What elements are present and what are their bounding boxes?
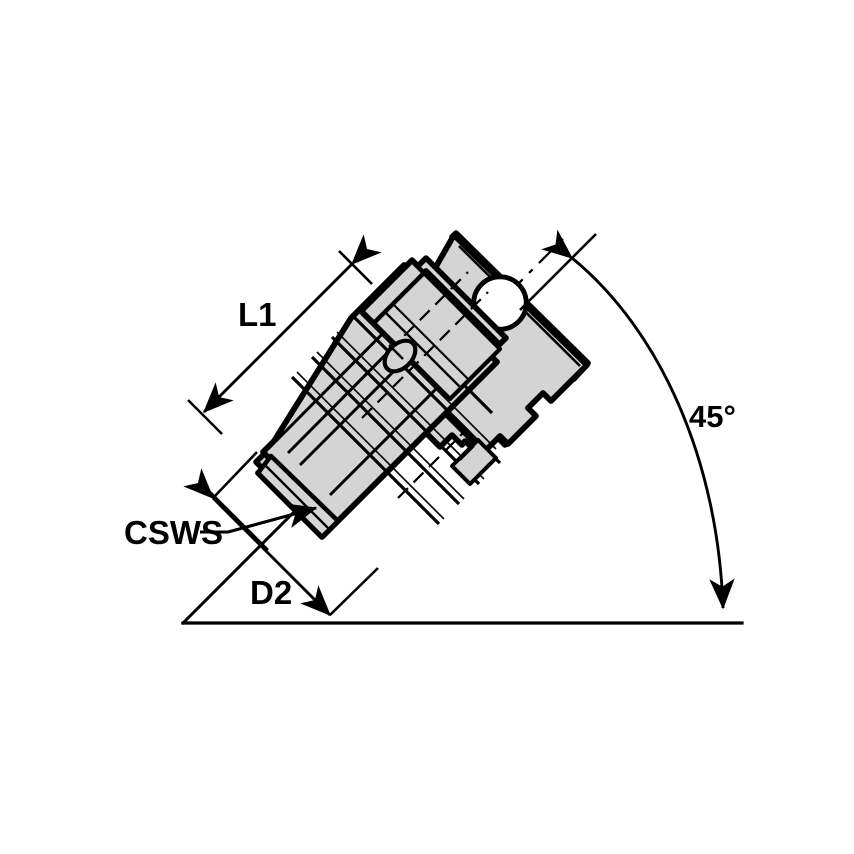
dimension-d2: D2 bbox=[183, 451, 379, 617]
tool-holder-body bbox=[253, 230, 591, 540]
dimension-l1: L1 bbox=[187, 234, 382, 435]
dimension-label-d2: D2 bbox=[250, 574, 292, 611]
dimension-label-l1: L1 bbox=[238, 296, 277, 333]
callout-csws: CSWS bbox=[124, 503, 318, 551]
rear-step-detail bbox=[450, 438, 498, 486]
callout-label-csws: CSWS bbox=[124, 514, 223, 551]
angle-label-45: 45° bbox=[689, 399, 736, 434]
angle-dimension-45: 45° bbox=[519, 229, 736, 610]
